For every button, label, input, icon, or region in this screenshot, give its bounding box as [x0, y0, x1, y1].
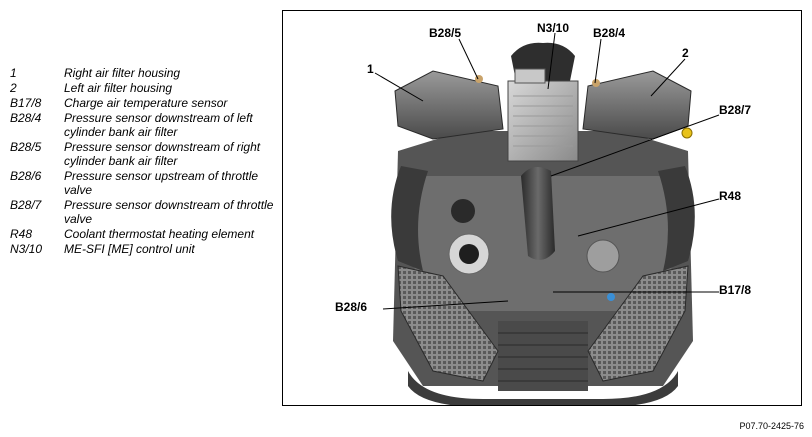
legend-code: N3/10 [10, 242, 43, 256]
callout-r48: R48 [719, 189, 741, 203]
oil-filler [586, 239, 620, 273]
figure-reference: P07.70-2425-76 [739, 421, 804, 431]
legend-item: N3/10 ME-SFI [ME] control unit [10, 242, 280, 256]
callout-1: 1 [367, 62, 374, 76]
reservoir-cap [459, 244, 479, 264]
legend-code: 2 [10, 81, 17, 95]
legend-code: B28/4 [10, 111, 42, 125]
legend-item: 2 Left air filter housing [10, 81, 280, 95]
legend-desc: Coolant thermostat heating element [64, 227, 255, 241]
legend-desc: Pressure sensor downstream of throttle v… [64, 198, 274, 226]
legend-item: B28/6 Pressure sensor upstream of thrott… [10, 169, 280, 197]
right-air-filter-housing [394, 70, 504, 140]
legend-item: R48 Coolant thermostat heating element [10, 227, 280, 241]
ecu-control-unit [507, 68, 579, 162]
legend-item: B28/4 Pressure sensor downstream of left… [10, 111, 280, 139]
legend-desc: Pressure sensor downstream of left cylin… [64, 111, 253, 139]
legend-desc: Right air filter housing [64, 66, 181, 80]
engine-illustration: 1 2 B28/5 N3/10 B28/4 B28/7 R48 B17/8 B2… [335, 21, 751, 405]
right-intake-duct [587, 166, 695, 382]
legend-code: B28/7 [10, 198, 42, 212]
legend-list: 1 Right air filter housing 2 Left air fi… [10, 66, 280, 257]
legend-desc: Pressure sensor upstream of throttle val… [64, 169, 259, 197]
legend-item: B17/8 Charge air temperature sensor [10, 96, 280, 110]
legend-desc: Left air filter housing [64, 81, 173, 95]
callout-b28-7: B28/7 [719, 103, 751, 117]
legend-item: 1 Right air filter housing [10, 66, 280, 80]
callout-b28-6: B28/6 [335, 300, 367, 314]
leader-lines [374, 32, 720, 310]
legend-desc: Pressure sensor downstream of right cyli… [64, 140, 261, 168]
legend-code: R48 [10, 227, 33, 241]
left-intake-duct [391, 166, 499, 382]
legend-code: B17/8 [10, 96, 42, 110]
callout-n3-10: N3/10 [537, 21, 569, 35]
legend-item: B28/7 Pressure sensor downstream of thro… [10, 198, 280, 226]
legend-desc: Charge air temperature sensor [64, 96, 228, 110]
b28-4-sensor [592, 79, 600, 87]
engine-diagram-frame: 1 2 B28/5 N3/10 B28/4 B28/7 R48 B17/8 B2… [282, 10, 802, 406]
callout-b17-8: B17/8 [719, 283, 751, 297]
callout-b28-4: B28/4 [593, 26, 625, 40]
legend-code: 1 [10, 66, 17, 80]
callout-b28-5: B28/5 [429, 26, 461, 40]
legend-desc: ME-SFI [ME] control unit [64, 242, 195, 256]
legend-item: B28/5 Pressure sensor downstream of righ… [10, 140, 280, 168]
cap [451, 199, 475, 223]
b28-7-sensor [681, 127, 693, 139]
throttle-pipe [521, 167, 555, 260]
legend-code: B28/6 [10, 169, 42, 183]
b17-8-sensor [607, 293, 615, 301]
legend-code: B28/5 [10, 140, 42, 154]
callout-2: 2 [682, 46, 689, 60]
